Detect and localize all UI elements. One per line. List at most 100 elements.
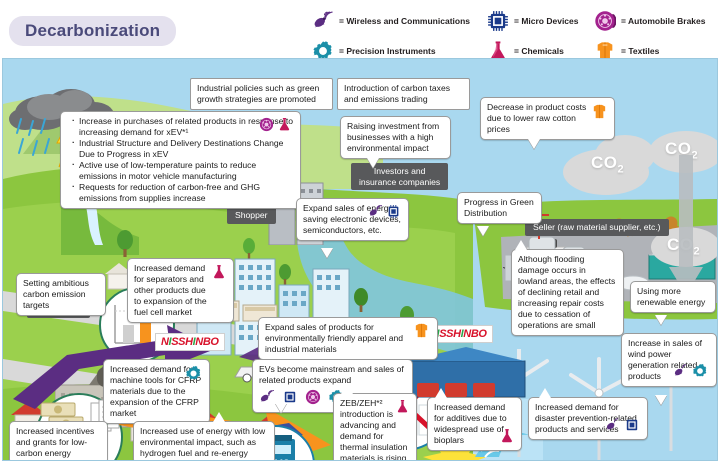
callout-evs-mainstream: EVs become mainstream and sales of relat… xyxy=(252,359,413,413)
legend-label: = Micro Devices xyxy=(514,15,579,26)
callout-tail xyxy=(321,248,333,258)
flask-icon xyxy=(499,428,515,447)
logo-part-green2: I xyxy=(192,336,196,348)
callout-wind-power-sales: Increase in sales of wind power generati… xyxy=(621,333,717,387)
callout-cfrp-machine-tools: Increased demand for machine tools for C… xyxy=(103,359,210,424)
callout-energy-saving-devices: Expand sales of energy-saving electronic… xyxy=(296,198,409,241)
callout-carbon-taxes: Introduction of carbon taxes and emissio… xyxy=(337,78,470,110)
wireless-icon xyxy=(673,363,689,382)
flask-icon xyxy=(277,117,292,135)
shirt-icon xyxy=(594,40,616,62)
flask-icon xyxy=(395,399,410,417)
shirt-icon xyxy=(413,322,430,342)
callout-tail xyxy=(367,158,379,168)
wireless-icon xyxy=(259,389,275,408)
legend-label: = Wireless and Communications xyxy=(339,15,470,26)
callout-tail xyxy=(341,384,353,394)
co2-label-1: CO2 xyxy=(591,153,625,176)
legend-item-textiles: = Textiles xyxy=(594,40,659,62)
legend-label: = Precision Instruments xyxy=(339,45,436,56)
callout-separators-fuel-cell: Increased demand for separators and othe… xyxy=(127,258,234,323)
logo-part-mid: SSH xyxy=(171,336,193,348)
header: Decarbonization = Wireless and Communica… xyxy=(0,0,720,60)
wireless-icon xyxy=(312,10,334,32)
callout-bioplastics-additives: Increased demand for additives due to wi… xyxy=(427,397,522,451)
callout-green-distribution: Progress in Green Distribution xyxy=(457,192,542,224)
actor-label-shopper: Shopper xyxy=(227,207,276,224)
footer-spacer xyxy=(0,461,720,463)
co2-cloud-1b xyxy=(595,135,655,175)
wireless-icon xyxy=(368,204,383,222)
callout-icons xyxy=(605,416,640,436)
logo-part-pre: N xyxy=(161,336,169,348)
gear-icon xyxy=(185,365,202,385)
chip-icon xyxy=(282,389,298,408)
callout-icons xyxy=(211,263,227,283)
callout-icons xyxy=(185,364,202,385)
page-title: Decarbonization xyxy=(9,16,177,46)
callout-flooding-damage: Although flooding damage occurs in lowla… xyxy=(511,249,624,336)
legend-item-wireless: = Wireless and Communications xyxy=(312,10,470,32)
chip-icon xyxy=(487,10,509,32)
legend-item-micro-devices: = Micro Devices xyxy=(487,10,579,32)
xev-bullet-list: Increase in purchases of related product… xyxy=(67,115,294,204)
callout-raising-investment: Raising investment from businesses with … xyxy=(340,116,451,159)
callout-tail xyxy=(655,395,667,405)
logo-part-mid: SSH xyxy=(439,328,461,340)
callout-icons xyxy=(591,102,608,123)
callout-tail xyxy=(528,139,540,149)
gear-icon xyxy=(692,363,708,382)
shirt-icon xyxy=(591,103,608,123)
wireless-icon xyxy=(605,417,621,436)
callout-tail xyxy=(515,240,527,250)
legend-label: = Chemicals xyxy=(514,45,564,56)
actor-label-seller: Seller (raw material supplier, etc.) xyxy=(525,219,669,236)
callout-icons xyxy=(673,362,708,382)
callout-low-impact-energy: Increased use of energy with low environ… xyxy=(133,421,275,460)
nisshinbo-logo-left: NISSHINBO xyxy=(155,333,225,351)
brake-icon xyxy=(594,10,616,32)
list-item: Active use of low-temperature paints to … xyxy=(72,159,294,182)
callout-icons xyxy=(368,203,401,222)
callout-tail xyxy=(213,412,225,422)
legend-item-brakes: = Automobile Brakes xyxy=(594,10,705,32)
callout-tail xyxy=(477,226,489,236)
callout-tail xyxy=(655,315,667,325)
callout-low-carbon-incentives: Increased incentives and grants for low-… xyxy=(9,421,108,460)
nisshinbo-logo-right: NISSHINBO xyxy=(423,325,493,343)
list-item: Industrial Structure and Delivery Destin… xyxy=(72,137,294,160)
callout-tail xyxy=(539,388,551,398)
flask-icon xyxy=(211,264,227,283)
logo-part-green: I xyxy=(168,336,172,348)
emission-flow-arrow xyxy=(669,155,703,295)
callout-carbon-targets: Setting ambitious carbon emission target… xyxy=(16,273,106,316)
callout-icons xyxy=(259,116,292,135)
callout-disaster-prevention: Increased demand for disaster prevention… xyxy=(528,397,648,440)
chip-icon xyxy=(386,204,401,222)
list-item: Requests for reduction of carbon-free an… xyxy=(72,181,294,204)
legend-item-chemicals: = Chemicals xyxy=(487,40,564,62)
actor-label-investors: Investors and insurance companies xyxy=(351,163,449,191)
legend-label: = Textiles xyxy=(621,45,660,56)
svg-text:H2: H2 xyxy=(274,457,290,461)
callout-decrease-cotton: Decrease in product costs due to lower r… xyxy=(480,97,615,140)
callout-renewable-energy: Using more renewable energy xyxy=(630,281,716,313)
logo-part-post: NBO xyxy=(463,328,487,340)
brake-icon xyxy=(259,117,274,135)
logo-part-post: NBO xyxy=(195,336,219,348)
chip-icon xyxy=(624,417,640,436)
list-item: Increase in purchases of related product… xyxy=(72,115,294,138)
co2-label-2: CO2 xyxy=(665,139,699,162)
callout-tail xyxy=(275,403,287,413)
callout-tail xyxy=(435,388,447,398)
illustration-scene: UP xyxy=(2,58,718,461)
legend-label: = Automobile Brakes xyxy=(621,15,706,26)
callout-icons xyxy=(395,398,410,417)
legend-item-precision: = Precision Instruments xyxy=(312,40,436,62)
logo-part-green2: I xyxy=(460,328,464,340)
logo-part-green: I xyxy=(437,328,440,340)
callout-industrial-policies: Industrial policies such as green growth… xyxy=(190,78,333,110)
callout-xev-bullets: Increase in purchases of related product… xyxy=(60,111,301,209)
brake-icon xyxy=(305,389,321,408)
